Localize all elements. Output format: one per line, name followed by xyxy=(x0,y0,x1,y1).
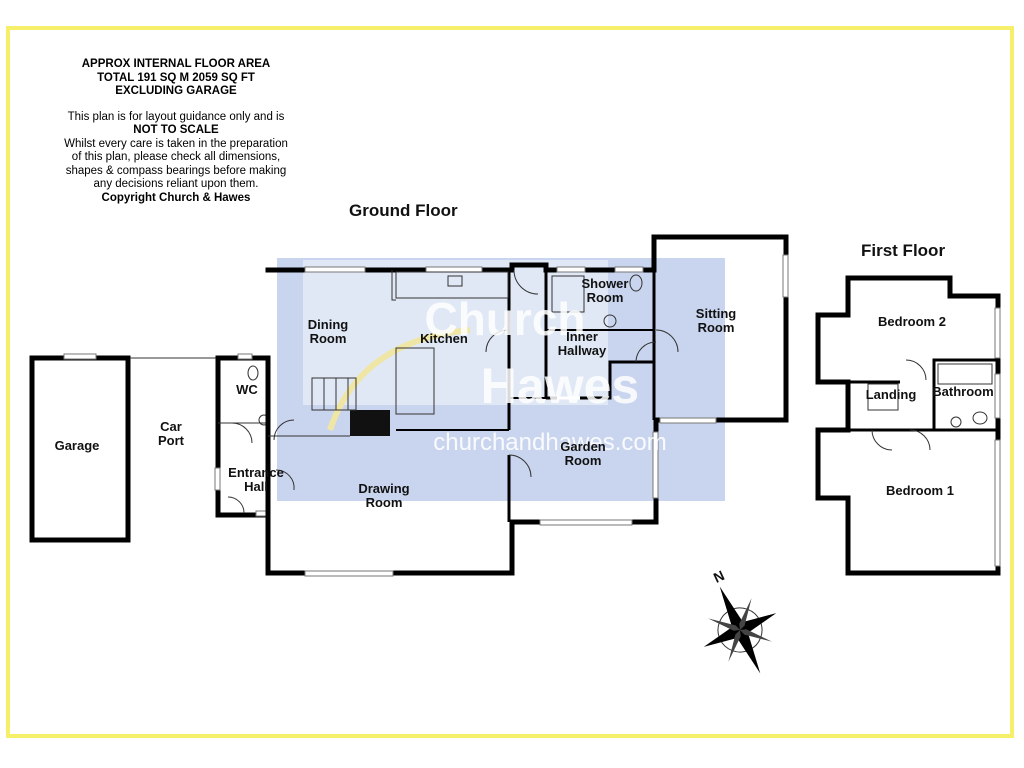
label-car: Car xyxy=(160,419,182,434)
label-sitting: Sitting xyxy=(696,306,736,321)
area-line-3: EXCLUDING GARAGE xyxy=(115,85,237,97)
drawing-window xyxy=(304,570,394,577)
label-bathroom: Bathroom xyxy=(932,384,993,399)
garden-window xyxy=(539,519,633,526)
page-border xyxy=(6,26,1014,738)
shower-window-2 xyxy=(614,266,644,273)
kitchen-window xyxy=(425,266,483,273)
first-floor-walls xyxy=(815,275,1001,576)
label-bedroom-2: Bedroom 2 xyxy=(878,314,946,329)
bathroom-basin xyxy=(950,416,962,428)
shower-tray xyxy=(551,275,585,313)
label-drawing: Drawing xyxy=(358,481,409,496)
plan-notes: APPROX INTERNAL FLOOR AREA TOTAL 191 SQ … xyxy=(40,58,312,205)
disclaimer-line-5: shapes & compass bearings before making xyxy=(65,164,287,177)
wc-window xyxy=(237,353,253,360)
shower-basin xyxy=(603,314,617,328)
disclaimer-line-1: This plan is for layout guidance only an… xyxy=(67,110,285,123)
label-drawing-room: Room xyxy=(366,495,403,510)
area-line-1: APPROX INTERNAL FLOOR AREA xyxy=(81,58,271,70)
bedroom1-window xyxy=(994,439,1001,567)
back-door-swing xyxy=(513,269,539,295)
first-floor-stairs xyxy=(867,383,899,411)
disclaimer-line-3: Whilst every care is taken in the prepar… xyxy=(64,137,288,150)
hall-door-swing xyxy=(275,469,295,491)
label-shower: Shower xyxy=(582,276,629,291)
sitting-side-window xyxy=(782,254,789,298)
bath-tub xyxy=(937,363,993,385)
label-garage: Garage xyxy=(55,438,100,453)
label-sitting-room: Room xyxy=(698,320,735,335)
kitchen-door-swing xyxy=(485,329,509,353)
label-hall: Hall xyxy=(244,479,268,494)
label-dining-room: Room xyxy=(310,331,347,346)
chimney-breast xyxy=(350,410,390,436)
compass-north-label: N xyxy=(711,567,727,586)
bedroom2-door-swing xyxy=(905,359,927,381)
ground-stairs xyxy=(311,377,357,411)
garden-side-window xyxy=(652,431,659,499)
garage xyxy=(29,353,131,543)
watermark-church: Church xyxy=(425,293,586,345)
dining-window xyxy=(304,266,366,273)
wc-toilet xyxy=(247,365,259,381)
label-landing: Landing xyxy=(866,387,917,402)
bathroom-toilet xyxy=(972,411,988,425)
wc-door-swing xyxy=(231,422,253,444)
watermark-hawes: Hawes xyxy=(481,358,639,414)
disclaimer-line-6: any decisions reliant upon them. xyxy=(93,178,259,190)
bedroom1-door-swing xyxy=(871,429,893,451)
ground-floor-walls xyxy=(265,234,789,577)
entrance-side-window xyxy=(214,467,221,491)
entrance-block xyxy=(214,353,295,518)
kitchen-island xyxy=(395,347,435,415)
label-entrance: Entrance xyxy=(228,465,284,480)
label-wc: WC xyxy=(236,382,258,397)
area-line-2: TOTAL 191 SQ M 2059 SQ FT xyxy=(97,71,255,84)
bedroom2-window xyxy=(994,307,1001,359)
shower-window-1 xyxy=(556,266,586,273)
watermark-url: churchandhawes.com xyxy=(433,429,666,456)
garage-window xyxy=(63,353,97,360)
kitchen-worktop xyxy=(395,271,509,299)
first-floor-title: First Floor xyxy=(861,241,946,260)
label-shower-room: Room xyxy=(587,290,624,305)
front-door-swing xyxy=(227,496,245,514)
label-kitchen: Kitchen xyxy=(420,331,468,346)
sitting-door-swing xyxy=(635,341,657,363)
disclaimer-line-2: NOT TO SCALE xyxy=(133,124,219,136)
copyright-line: Copyright Church & Hawes xyxy=(101,191,251,204)
compass-rose xyxy=(703,586,777,674)
ground-floor-title: Ground Floor xyxy=(349,201,458,220)
label-bedroom-1: Bedroom 1 xyxy=(886,483,954,498)
label-inner: Inner xyxy=(566,329,598,344)
label-port: Port xyxy=(158,433,185,448)
label-hallway: Hallway xyxy=(558,343,607,358)
label-garden-room: Room xyxy=(565,453,602,468)
sitting-bay-window xyxy=(659,417,717,424)
bathroom-window xyxy=(994,373,1001,419)
disclaimer-line-4: of this plan, please check all dimension… xyxy=(71,151,281,163)
shower-toilet xyxy=(629,274,643,292)
garden-door-swing xyxy=(508,454,532,478)
label-dining: Dining xyxy=(308,317,348,332)
kitchen-sink xyxy=(447,275,463,287)
label-garden: Garden xyxy=(560,439,606,454)
